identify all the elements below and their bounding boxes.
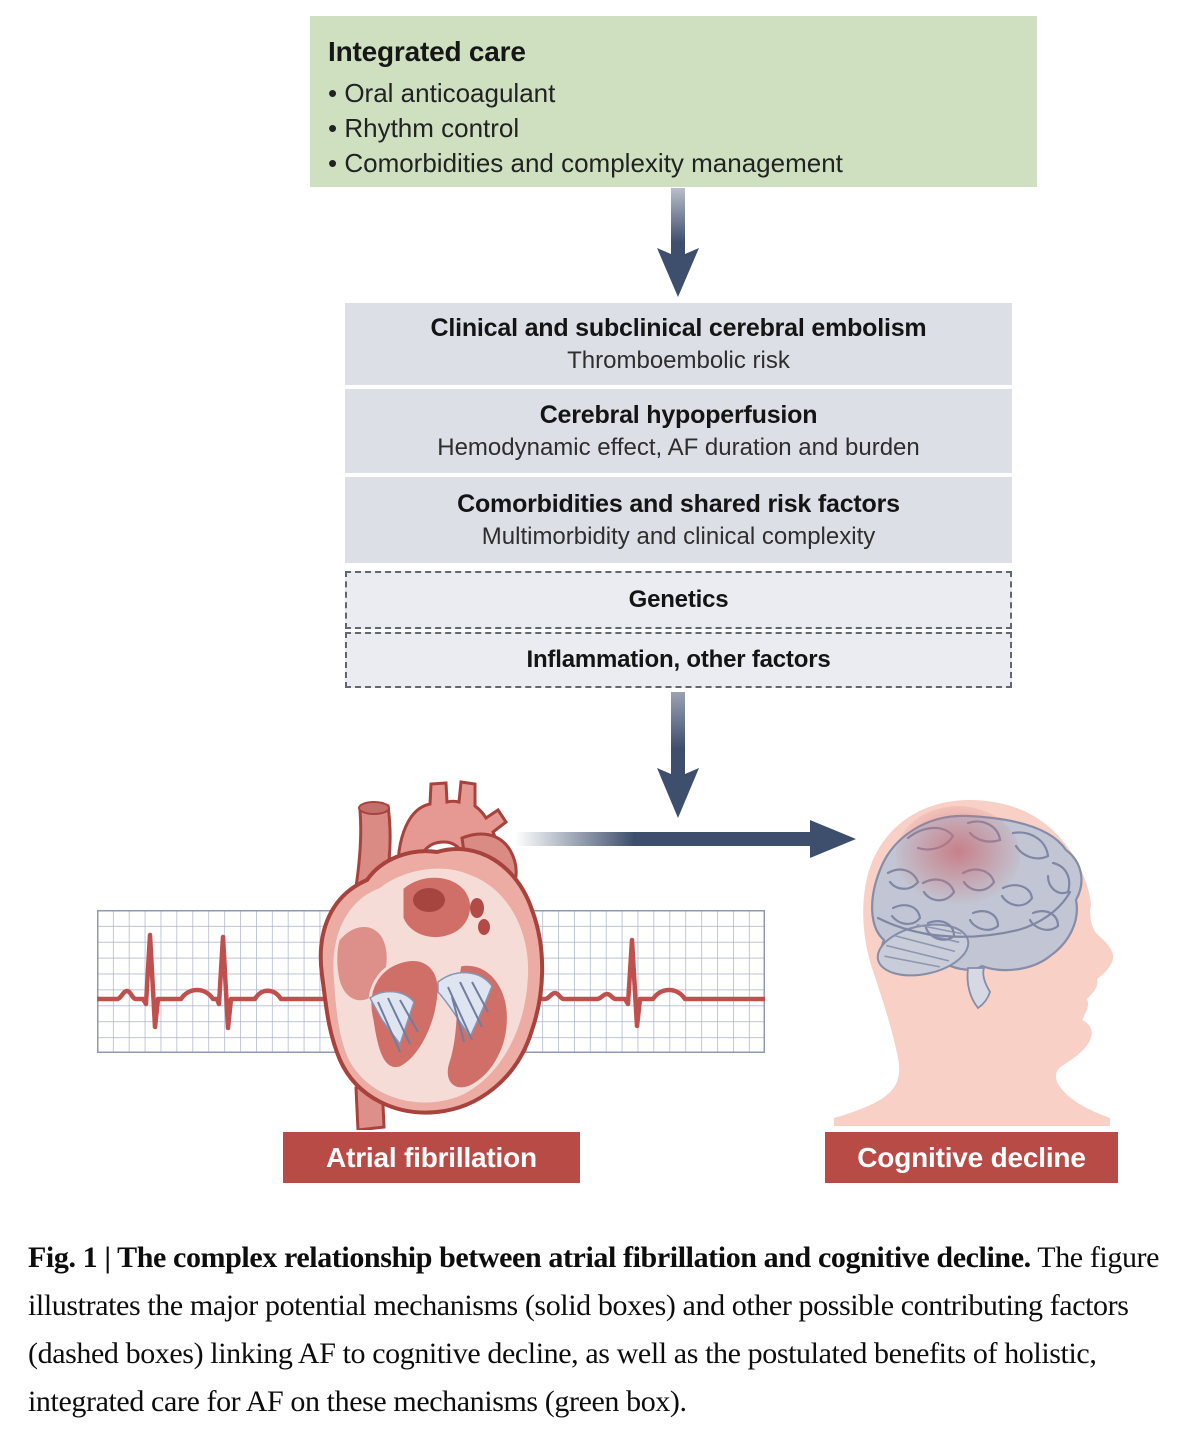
figure-caption: Fig. 1 | The complex relationship betwee…	[28, 1234, 1168, 1426]
head-brain-illustration	[834, 800, 1114, 1126]
mechanism-subtitle: Hemodynamic effect, AF duration and burd…	[437, 433, 920, 461]
mechanism-title: Cerebral hypoperfusion	[539, 400, 818, 429]
cognitive-decline-label: Cognitive decline	[825, 1132, 1118, 1183]
ecg-trace	[97, 932, 765, 1031]
bullet-oral-anticoagulant: Oral anticoagulant	[328, 76, 1019, 111]
bullet-comorbidities-management: Comorbidities and complexity management	[328, 146, 1019, 181]
heart-ecg-illustration	[318, 780, 545, 1130]
mechanism-title: Comorbidities and shared risk factors	[457, 489, 900, 518]
integrated-care-box: Integrated care Oral anticoagulant Rhyth…	[310, 16, 1037, 187]
atrial-fibrillation-label: Atrial fibrillation	[283, 1132, 580, 1183]
mechanism-box-comorbidities: Comorbidities and shared risk factors Mu…	[345, 477, 1012, 563]
mechanism-subtitle: Multimorbidity and clinical complexity	[481, 522, 876, 550]
figure-caption-bold: Fig. 1 | The complex relationship betwee…	[28, 1241, 1031, 1274]
integrated-care-title: Integrated care	[328, 36, 526, 67]
dashed-box-title: Genetics	[628, 586, 729, 613]
integrated-care-bullet-list: Oral anticoagulant Rhythm control Comorb…	[328, 76, 1019, 181]
mechanism-title: Clinical and subclinical cerebral emboli…	[430, 313, 927, 342]
mechanism-subtitle: Thromboembolic risk	[567, 346, 790, 374]
dashed-box-title: Inflammation, other factors	[526, 646, 831, 673]
figure-caption-text: The figure illustrates the major potenti…	[28, 1241, 1160, 1418]
right-arrow-icon	[515, 820, 856, 858]
mechanism-box-cerebral-hypoperfusion: Cerebral hypoperfusion Hemodynamic effec…	[345, 389, 1012, 473]
bullet-rhythm-control: Rhythm control	[328, 111, 1019, 146]
dashed-box-genetics: Genetics	[345, 571, 1012, 629]
mechanism-box-cerebral-embolism: Clinical and subclinical cerebral emboli…	[345, 303, 1012, 385]
dashed-box-inflammation: Inflammation, other factors	[345, 632, 1012, 688]
down-arrow-icon	[657, 692, 699, 818]
down-arrow-icon	[657, 188, 699, 297]
